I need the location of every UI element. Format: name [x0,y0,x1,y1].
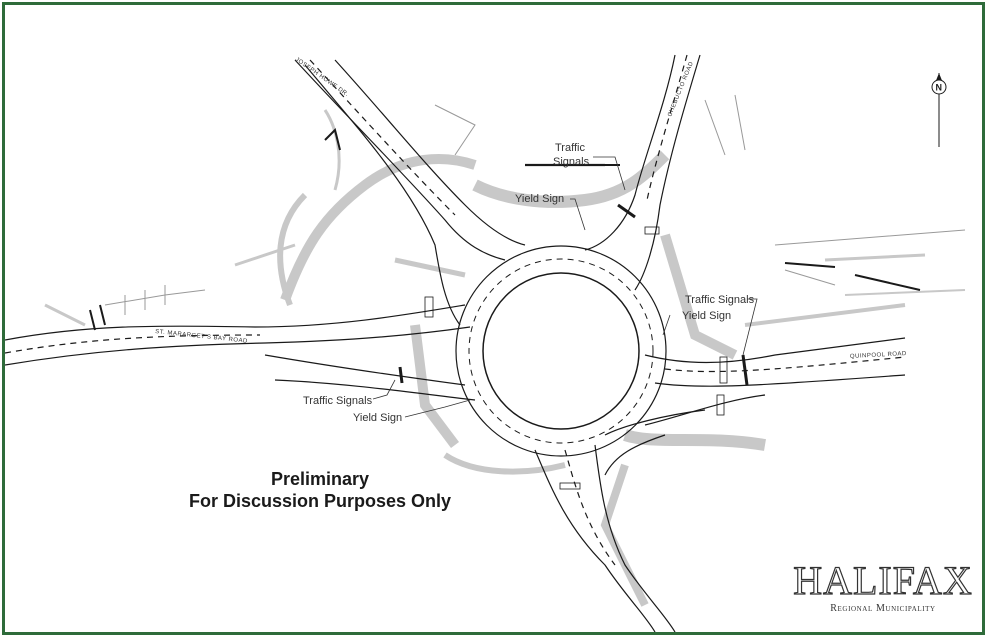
label-yield-sign-north: Yield Sign [515,193,564,205]
label-traffic-signals-east: Traffic Signals [685,294,755,306]
callouts: Traffic Signals Yield Sign Traffic Signa… [303,142,755,424]
street-quinpool: QUINPOOL ROAD [850,351,907,360]
roundabout-plan: JOSEPH HOWE DR. CHEBUCTO ROAD ST. MARARG… [5,54,966,632]
label-traffic-signals-west: Traffic Signals [303,395,373,407]
callout-leaders [372,156,758,418]
notice-line2: For Discussion Purposes Only [188,491,452,511]
street-joseph-howe: JOSEPH HOWE DR. [294,57,350,99]
street-st-margarets: ST. MARARGET'S BAY ROAD [155,329,248,345]
approach-roads [5,54,906,632]
north-arrow-icon: N [931,73,947,147]
existing-roads [44,109,966,607]
logo-name: HALIFAX [793,558,973,603]
existing-lot-lines [104,94,966,315]
street-labels: JOSEPH HOWE DR. CHEBUCTO ROAD ST. MARARG… [155,57,907,360]
logo-subtitle: Regional Municipality [830,603,936,614]
label-yield-sign-east: Yield Sign [682,310,731,322]
halifax-logo: HALIFAX Regional Municipality [793,558,973,614]
label-traffic-signals-north-1: Traffic [555,142,585,154]
label-traffic-signals-north-2: Signals [553,156,590,168]
crosswalks [424,226,728,490]
buildings [89,128,921,331]
preliminary-notice: Preliminary For Discussion Purposes Only [155,468,485,512]
roundabout [455,245,667,457]
north-letter: N [936,83,943,93]
label-yield-sign-west: Yield Sign [353,412,402,424]
notice-line1: Preliminary [270,469,370,489]
stop-bars [398,203,749,386]
